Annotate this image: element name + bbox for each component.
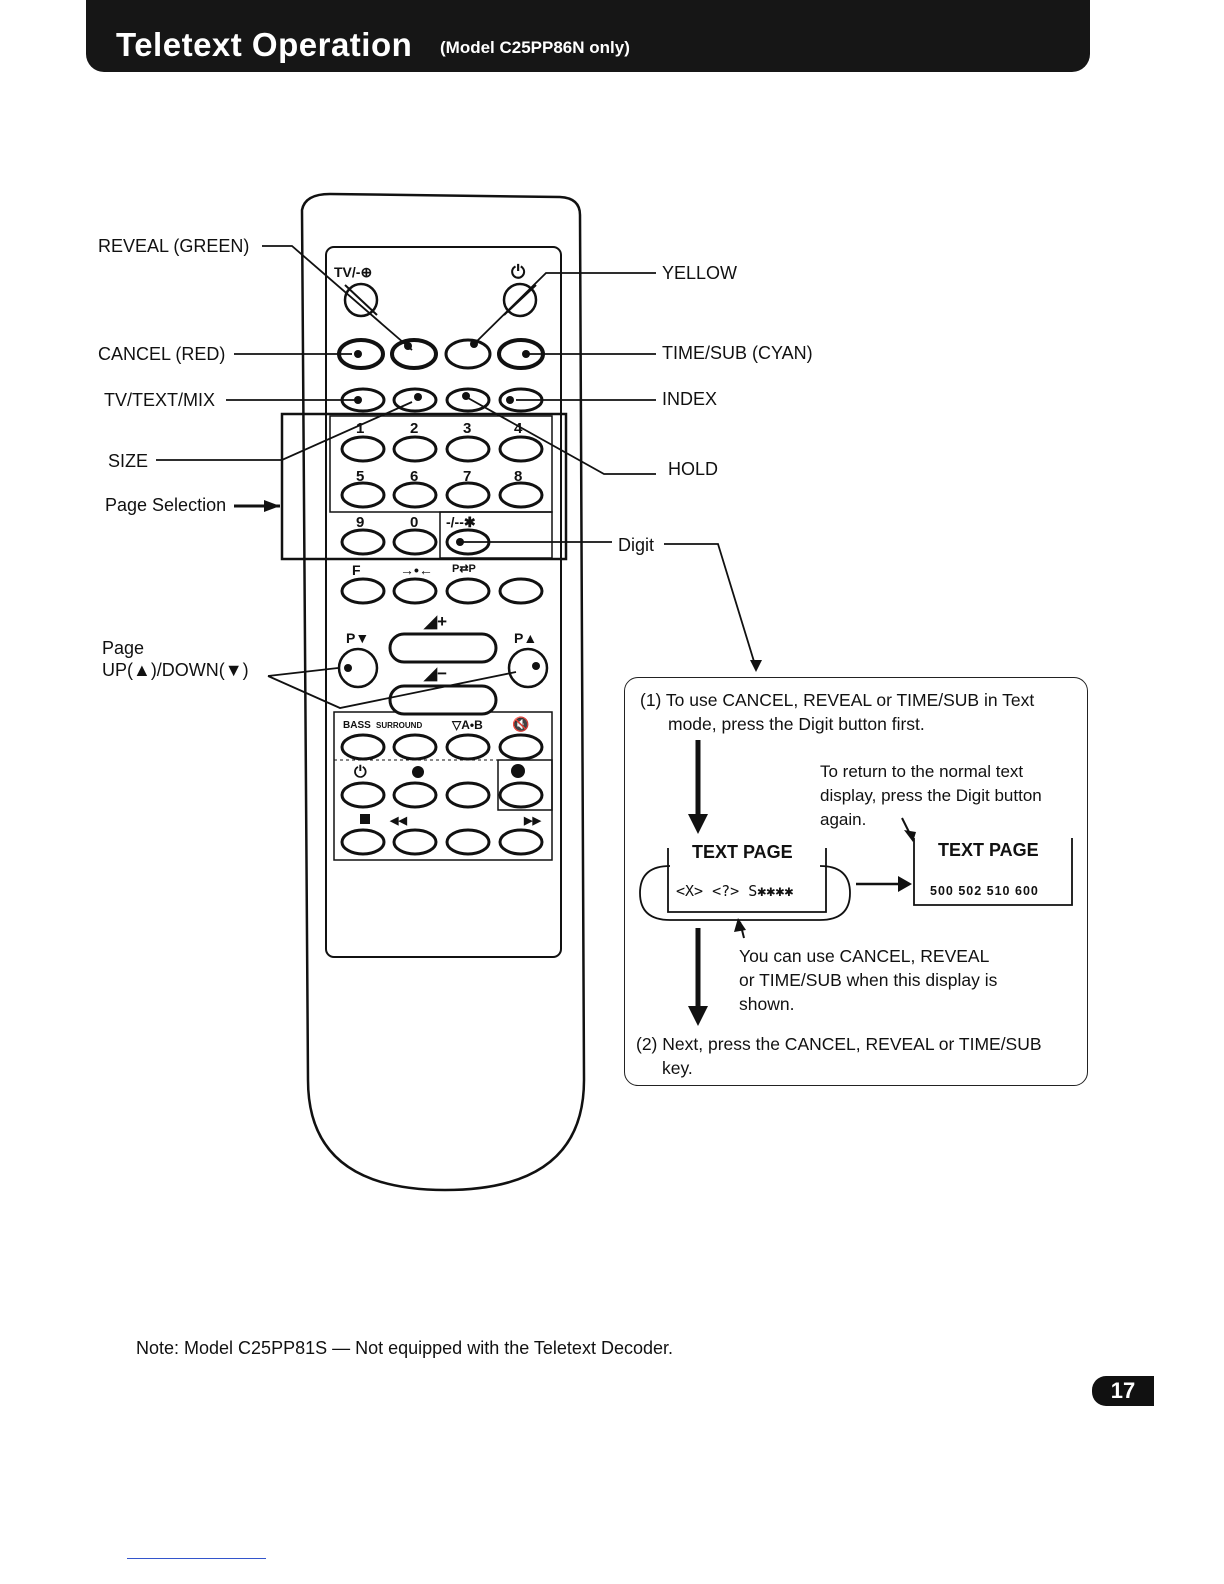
surround-label: SURROUND: [376, 721, 423, 730]
key-4: 4: [514, 420, 523, 437]
yellow-button: [444, 338, 492, 370]
page-selection-frame: [280, 412, 568, 561]
step2-line1: (2) Next, press the CANCEL, REVEAL or TI…: [636, 1034, 1042, 1054]
divider-line: [127, 1558, 266, 1559]
return-line3: again.: [820, 810, 867, 829]
page-up-button: [507, 647, 549, 689]
display-codes: <X> <?> S✱✱✱✱: [676, 882, 794, 900]
instruction-box: [624, 677, 1088, 1086]
index-callout: INDEX: [662, 389, 718, 409]
tv-text-mix-callout: TV/TEXT/MIX: [104, 390, 216, 410]
cancel-callout: CANCEL (RED): [98, 344, 226, 364]
timer-icon: ⏻: [354, 764, 367, 781]
key-7: 7: [463, 468, 472, 485]
page-down-label: P▼: [346, 630, 370, 646]
key-6: 6: [410, 468, 419, 485]
header-bar: [86, 0, 1090, 72]
step1-line1: (1) To use CANCEL, REVEAL or TIME/SUB in…: [640, 690, 1035, 710]
green-button: [390, 338, 438, 370]
ab-label: ▽A•B: [452, 718, 483, 732]
remote-outline: [300, 192, 586, 1192]
remote-inner-panel: [325, 246, 562, 958]
volume-up-button: [388, 632, 498, 664]
bass-label: BASS: [343, 720, 371, 731]
footnote: Note: Model C25PP81S — Not equipped with…: [136, 1338, 673, 1358]
mute-icon: 🔇: [512, 716, 530, 732]
key-1: 1: [356, 420, 365, 437]
volume-down-icon: ◢−: [424, 664, 448, 683]
reveal-callout: REVEAL (GREEN): [98, 236, 250, 256]
step2-line2: key.: [662, 1058, 693, 1078]
can-use-line1: You can use CANCEL, REVEAL: [739, 946, 990, 966]
return-line2: display, press the Digit button: [820, 786, 1042, 805]
step1-line2: mode, press the Digit button first.: [668, 714, 925, 734]
rewind-icon: ◀◀: [390, 815, 407, 827]
page-title: Teletext Operation: [116, 26, 413, 63]
hold-callout: HOLD: [668, 459, 719, 479]
f-key-label: F: [352, 562, 361, 578]
size-callout: SIZE: [108, 451, 149, 471]
yellow-callout: YELLOW: [662, 263, 738, 283]
hold-button: [445, 387, 491, 413]
key-0: 0: [410, 514, 419, 531]
pp-key-label: P⇄P: [452, 563, 476, 575]
time-sub-callout: TIME/SUB (CYAN): [662, 343, 813, 363]
text-page-left-title: TEXT PAGE: [692, 842, 793, 862]
power-icon: ⏻: [511, 262, 526, 282]
digit-callout: Digit: [618, 535, 655, 555]
digit-key-label: -/--✱: [446, 514, 476, 530]
page-numbers: 500 502 510 600: [930, 884, 1039, 898]
key-9: 9: [356, 514, 365, 531]
swap-key-label: →•←: [400, 562, 433, 578]
page-number-badge: 17: [1092, 1376, 1154, 1406]
can-use-line2: or TIME/SUB when this display is: [739, 970, 998, 990]
key-5: 5: [356, 468, 365, 485]
volume-down-button: [388, 684, 498, 716]
page-selection-callout: Page Selection: [105, 495, 227, 515]
volume-up-icon: ◢+: [424, 612, 448, 631]
return-line1: To return to the normal text: [820, 762, 1024, 781]
page-callout: Page: [102, 638, 145, 658]
model-subtitle: (Model C25PP86N only): [440, 38, 630, 57]
can-use-line3: shown.: [739, 994, 795, 1014]
page-up-label: P▲: [514, 630, 538, 646]
text-page-right-title: TEXT PAGE: [938, 840, 1039, 860]
fast-forward-icon: ▶▶: [524, 815, 541, 827]
key-2: 2: [410, 420, 419, 437]
key-3: 3: [463, 420, 472, 437]
up-down-callout: UP(▲)/DOWN(▼): [102, 660, 249, 680]
tv-av-label: TV/-⊕: [334, 264, 373, 280]
page-down-button: [337, 647, 379, 689]
key-8: 8: [514, 468, 523, 485]
